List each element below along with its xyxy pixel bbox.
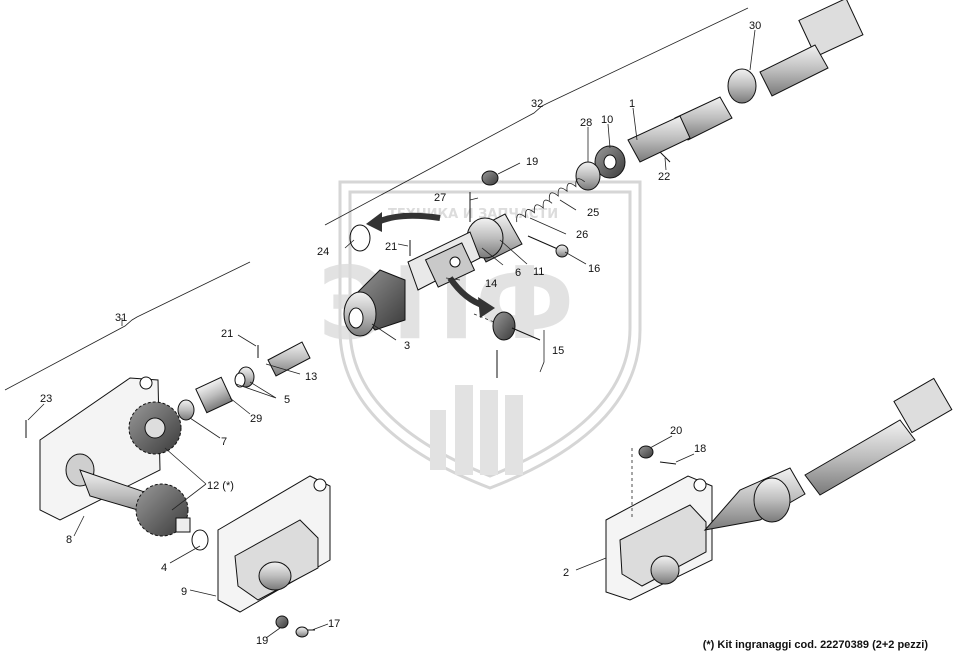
shaft-13 (177, 341, 311, 421)
part-label-26: 26 (576, 229, 588, 241)
snap-ring-24 (349, 224, 371, 252)
part-label-29: 29 (250, 413, 262, 425)
part-label-19-bottom: 19 (256, 635, 268, 647)
part-label-5: 5 (284, 394, 290, 406)
part-label-30: 30 (749, 20, 761, 32)
part-label-9: 9 (181, 586, 187, 598)
part-label-11: 11 (533, 266, 544, 278)
part-label-8: 8 (66, 534, 72, 546)
part-label-21-center: 21 (385, 241, 397, 253)
part-label-25: 25 (587, 207, 599, 219)
part-label-6: 6 (515, 267, 521, 279)
shaft-1 (575, 115, 691, 191)
part-label-3: 3 (404, 340, 410, 352)
direction-arrows (366, 212, 495, 318)
part-label-23: 23 (40, 393, 52, 405)
part-label-12: 12 (*) (207, 480, 234, 492)
pins (409, 170, 499, 256)
group-bracket-31 (4, 261, 251, 391)
part-label-21-left: 21 (221, 328, 233, 340)
part-label-13: 13 (305, 371, 317, 383)
part-label-7: 7 (221, 436, 227, 448)
part-label-1: 1 (629, 98, 635, 110)
part-label-10: 10 (601, 114, 613, 126)
drive-shaft-30 (674, 0, 864, 141)
part-label-28: 28 (580, 117, 592, 129)
part-label-20: 20 (670, 425, 682, 437)
part-label-17: 17 (328, 618, 340, 630)
part-label-18: 18 (694, 443, 706, 455)
springs (516, 178, 585, 223)
part-label-24: 24 (317, 246, 329, 258)
part-label-2: 2 (563, 567, 569, 579)
group-bracket-32 (324, 7, 749, 226)
part-label-22: 22 (658, 171, 670, 183)
rotor-15 (473, 311, 541, 378)
leader-lines (27, 29, 756, 639)
cover-9 (191, 475, 331, 638)
part-label-32: 32 (531, 98, 543, 110)
part-label-4: 4 (161, 562, 167, 574)
part-label-31: 31 (115, 312, 127, 324)
gearbox-right-2 (605, 377, 953, 601)
part-label-19-top: 19 (526, 156, 538, 168)
part-label-16: 16 (588, 263, 600, 275)
part-label-15: 15 (552, 345, 564, 357)
cone-coupling-3 (343, 269, 406, 337)
part-label-27: 27 (434, 192, 446, 204)
coupling-assembly (407, 213, 569, 291)
part-labels: 1 2 3 4 5 6 7 8 9 10 11 12 (*) 13 14 15 … (40, 20, 761, 647)
part-label-14: 14 (485, 278, 497, 290)
gear-kit-footnote: (*) Kit ingranaggi cod. 22270389 (2+2 pe… (702, 639, 928, 651)
gearbox-left-8 (25, 376, 191, 537)
